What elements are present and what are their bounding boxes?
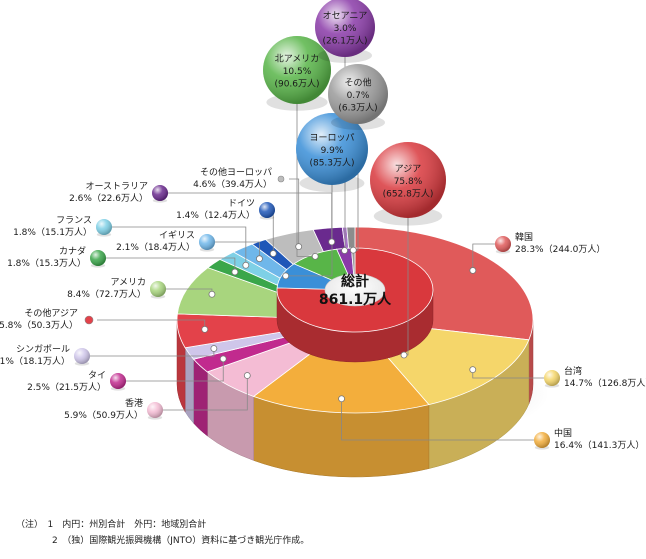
- leader-e3819de381aee4bb96e383a8: [289, 178, 300, 247]
- center-well: [324, 273, 386, 307]
- anchor-e382a2e383a1e383aae382ab: [208, 290, 216, 298]
- label-e3819de381aee4bb96e382a2-0: その他アジア: [24, 307, 78, 319]
- anchor-e38389e382a4e38384: [269, 250, 277, 257]
- label-e4b8ade59bbd-0: 中国: [554, 427, 572, 439]
- bubble-label-e382a2e382b8e382a2-2: (652.8万人): [383, 189, 434, 200]
- marker-e4b8ade59bbd-shine: [534, 432, 550, 448]
- anchor-e9a699e6b8af: [243, 372, 251, 379]
- anchor-e383a8e383bce383ade38383: [282, 272, 290, 280]
- bubble-label-e58c97e382a2e383a1e383aa-0: 北アメリカ: [275, 54, 320, 65]
- center-label-total: 861.1万人: [319, 291, 392, 308]
- marker-e58fb0e6b9be-shine: [544, 370, 560, 386]
- anchor-e99f93e59bbd: [469, 267, 477, 274]
- marker-e382a4e382aee383aae382b9-shine: [199, 234, 215, 250]
- marker-e38389e382a4e38384-shine: [259, 202, 275, 218]
- label-e38389e382a4e38384-1: 1.4%（12.4万人）: [176, 210, 255, 221]
- bubble-label-e58c97e382a2e383a1e383aa-2: (90.6万人): [274, 79, 319, 90]
- footnote-1: （注） 1 内円：州別合計 外円：地域別合計: [16, 520, 207, 530]
- marker-e3819de381aee4bb96e383a8: [277, 175, 285, 183]
- label-e382a4e382aee383aae382b9-1: 2.1%（18.4万人）: [116, 242, 195, 253]
- marker-e382b7e383b3e382ace3839d-shine: [74, 348, 90, 364]
- bubble-label-e3819de381aee4bb96-1: 0.7%: [347, 91, 370, 101]
- marker-e99f93e59bbd-shine: [495, 236, 511, 252]
- footnote-2: 2 （独）国際観光振興機構（JNTO）資料に基づき観光庁作成。: [16, 536, 310, 546]
- anchor-e58c97e382a2e383a1e383aa: [311, 252, 319, 260]
- center-label-title: 総計: [341, 273, 369, 290]
- outer-slice-e4b8ade59bbd: [252, 319, 430, 414]
- label-e382a2e383a1e383aae382ab-0: アメリカ: [110, 277, 146, 288]
- label-e382a4e382aee383aae382b9-0: イギリス: [159, 230, 195, 241]
- label-e3819de381aee4bb96e383a8-0: その他ヨーロッパ: [200, 166, 272, 178]
- label-e382b7e383b3e382ace3839d-0: シンガポール: [16, 344, 70, 355]
- leader-e38395e383a9e383b3e382b9: [112, 226, 247, 266]
- label-e382bfe382a4-1: 2.5%（21.5万人）: [27, 382, 106, 393]
- bubble-label-e382a2e382b8e382a2-1: 75.8%: [394, 177, 423, 187]
- leader-e382a4e382aee383aae382b9: [215, 241, 260, 259]
- label-e99f93e59bbd-1: 28.3%（244.0万人）: [515, 244, 605, 255]
- bubble-e382a2e382b8e382a2-shine: [370, 142, 446, 218]
- anchor-e3819de381aee4bb96: [349, 246, 357, 254]
- anchor-e3819de381aee4bb96e382a2: [201, 325, 209, 333]
- anchor-e382a4e382aee383aae382b9: [256, 255, 263, 263]
- label-e9a699e6b8af-1: 5.9%（50.9万人）: [64, 410, 143, 421]
- label-e38395e383a9e383b3e382b9-0: フランス: [56, 215, 92, 226]
- bubble-label-e383a8e383bce383ade38383-2: (85.3万人): [309, 158, 354, 169]
- label-e58fb0e6b9be-1: 14.7%（126.8万人）: [564, 378, 646, 389]
- anchor-e382aae383bce382b9e38388: [328, 238, 336, 246]
- label-e382abe3838ae38380-0: カナダ: [59, 245, 86, 257]
- marker-e9a699e6b8af-shine: [147, 402, 163, 418]
- label-e38395e383a9e383b3e382b9-1: 1.8%（15.1万人）: [13, 227, 92, 238]
- label-e3819de381aee4bb96e382a2-1: 5.8%（50.3万人）: [0, 320, 78, 331]
- bubble-label-e382aae382bbe382a2e3838b-0: オセアニア: [323, 11, 368, 22]
- bubble-e58c97e382a2e383a1e383aa-shine: [263, 36, 331, 104]
- label-e382aae383bce382b9e38388-1: 2.6%（22.6万人）: [69, 193, 148, 204]
- anchor-e382bfe382a4: [219, 355, 227, 363]
- bubble-label-e383a8e383bce383ade38383-0: ヨーロッパ: [309, 133, 354, 144]
- leader-e382aae383bce382b9e38388: [168, 192, 333, 242]
- leader-e4b8ade59bbd: [341, 398, 534, 441]
- label-e3819de381aee4bb96e383a8-1: 4.6%（39.4万人）: [193, 179, 272, 190]
- anchor-e382abe3838ae38380: [231, 268, 239, 276]
- marker-e382a2e383a1e383aae382ab-shine: [150, 281, 166, 297]
- leader-e99f93e59bbd: [472, 243, 495, 271]
- marker-e382bfe382a4-shine: [110, 373, 126, 389]
- anchor-e382a2e382b8e382a2: [400, 351, 408, 359]
- leader-e9a699e6b8af: [163, 375, 248, 411]
- anchor-e3819de381aee4bb96e383a8: [295, 243, 303, 251]
- bubble-label-e58c97e382a2e383a1e383aa-1: 10.5%: [283, 67, 312, 77]
- label-e58fb0e6b9be-0: 台湾: [564, 365, 582, 377]
- label-e38389e382a4e38384-0: ドイツ: [228, 199, 255, 209]
- label-e382bfe382a4-0: タイ: [88, 370, 106, 381]
- outer-side-e382b7e383b3e382ace3839d: [184, 346, 194, 424]
- bubble-label-e3819de381aee4bb96-0: その他: [344, 77, 371, 89]
- bubble-e382aae382bbe382a2e3838b-shine: [315, 0, 375, 57]
- anchor-e382b7e383b3e382ace3839d: [210, 345, 218, 352]
- bubble-label-e3819de381aee4bb96-2: (6.3万人): [338, 103, 377, 114]
- marker-e382aae383bce382b9e38388-shine: [152, 185, 168, 201]
- label-e4b8ade59bbd-1: 16.4%（141.3万人）: [554, 440, 644, 451]
- bubble-label-e382a2e382b8e382a2-0: アジア: [395, 165, 422, 175]
- label-e99f93e59bbd-0: 韓国: [515, 232, 533, 243]
- leader-e382abe3838ae38380: [106, 257, 236, 272]
- marker-e38395e383a9e383b3e382b9-shine: [96, 219, 112, 235]
- label-e382abe3838ae38380-1: 1.8%（15.3万人）: [7, 258, 86, 269]
- anchor-e58fb0e6b9be: [469, 366, 477, 374]
- leader-e382bfe382a4: [126, 358, 224, 382]
- bubble-label-e382aae382bbe382a2e3838b-1: 3.0%: [334, 24, 357, 34]
- anchor-e382aae382bbe382a2e3838b: [341, 247, 348, 254]
- bubble-label-e383a8e383bce383ade38383-1: 9.9%: [321, 146, 344, 156]
- anchor-e4b8ade59bbd: [338, 395, 345, 403]
- label-e382aae383bce382b9e38388-0: オーストラリア: [85, 181, 148, 192]
- label-e382b7e383b3e382ace3839d-1: 2.1%（18.1万人）: [0, 356, 70, 367]
- bubble-e383a8e383bce383ade38383-shine: [296, 113, 368, 185]
- anchor-e38395e383a9e383b3e382b9: [242, 261, 250, 269]
- marker-e382abe3838ae38380-shine: [90, 250, 106, 266]
- marker-e3819de381aee4bb96e382a2: [84, 315, 94, 325]
- bubble-e3819de381aee4bb96-shine: [328, 64, 388, 124]
- bubble-label-e382aae382bbe382a2e3838b-2: (26.1万人): [322, 36, 367, 47]
- label-e9a699e6b8af-0: 香港: [125, 397, 143, 409]
- label-e382a2e383a1e383aae382ab-1: 8.4%（72.7万人）: [67, 289, 146, 300]
